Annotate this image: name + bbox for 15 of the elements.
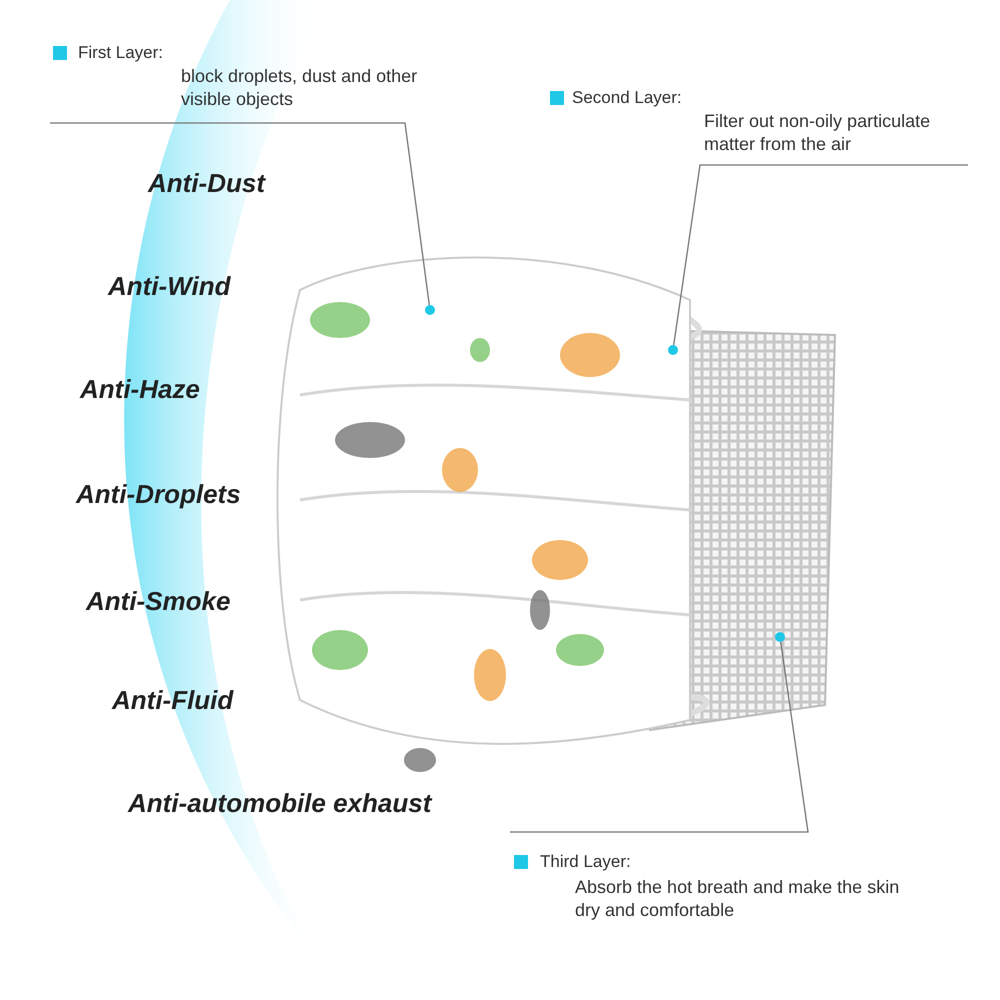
layer-description: Filter out non-oily particulate matter from the air	[704, 110, 932, 156]
feature-label: Anti-Haze	[80, 374, 200, 405]
layer-title: Third Layer:	[540, 852, 631, 872]
feature-label: Anti-Fluid	[112, 685, 234, 716]
feature-label: Anti-Smoke	[86, 586, 230, 617]
feature-label: Anti-Dust	[148, 168, 265, 199]
layer-description: block droplets, dust and other visible objects	[181, 65, 418, 111]
leader-line	[50, 122, 430, 306]
feature-label: Anti-automobile exhaust	[128, 788, 432, 819]
feature-label: Anti-Wind	[108, 271, 230, 302]
layer-title: Second Layer:	[572, 88, 682, 108]
layer-description: Absorb the hot breath and make the skin dry and comfortable	[575, 876, 900, 922]
leader-line	[510, 642, 809, 833]
leader-line	[673, 164, 968, 346]
layer-title: First Layer:	[78, 43, 164, 63]
